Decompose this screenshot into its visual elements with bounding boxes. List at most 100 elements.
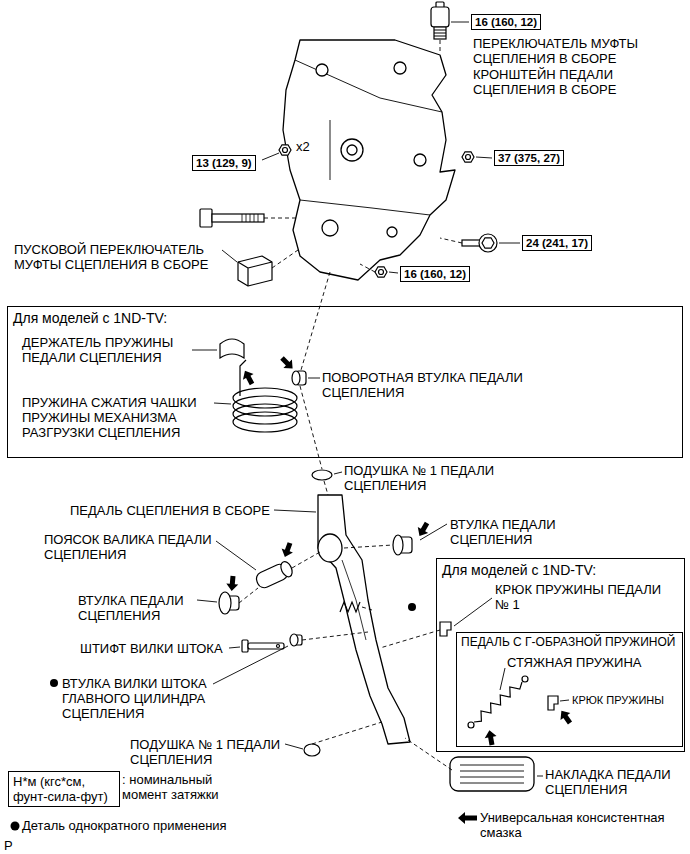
leader-line: [499, 243, 520, 244]
part-label: ПРУЖИНА СЖАТИЯ ЧАШКИ ПРУЖИНЫ МЕХАНИЗМА Р…: [22, 395, 212, 440]
part-label: ПЕРЕКЛЮЧАТЕЛЬ МУФТЫ СЦЕПЛЕНИЯ В СБОРЕ: [473, 36, 638, 66]
clutch-pedal: [342, 560, 366, 640]
assembly-line: [362, 607, 372, 610]
tension-spring: [468, 722, 474, 728]
clevis-bushing: [290, 634, 302, 646]
part-label: ПЕДАЛЬ СЦЕПЛЕНИЯ В СБОРЕ: [70, 503, 270, 518]
subassembly-frame: ПЕДАЛЬ С Г-ОБРАЗНОЙ ПРУЖИНОЙ: [456, 632, 683, 747]
clutch-pedal: [318, 495, 410, 744]
part-label: ПОЯСОК ВАЛИКА ПЕДАЛИ СЦЕПЛЕНИЯ: [44, 532, 212, 562]
clip-spring: [340, 602, 360, 612]
nut: [375, 267, 387, 277]
part-label: ДЕРЖАТЕЛЬ ПРУЖИНЫ ПЕДАЛИ СЦЕПЛЕНИЯ: [22, 335, 173, 365]
leader-line: [192, 350, 217, 351]
part-label: КРОНШТЕЙН ПЕДАЛИ СЦЕПЛЕНИЯ В СБОРЕ: [473, 67, 633, 97]
legend-torque-box: Н*м (кгс*см, фунт-сила-фут): [8, 771, 120, 807]
leader-line: [308, 378, 320, 379]
node-text: 13 (129, 9): [196, 156, 252, 170]
assembly-line: [312, 722, 382, 744]
part-label: КРЮК ПРУЖИНЫ: [572, 694, 664, 706]
part-label: ПУСКОВОЙ ПЕРЕКЛЮЧАТЕЛЬ МУФТЫ СЦЕПЛЕНИЯ В…: [14, 242, 208, 272]
part-label: КРОНШТЕЙН ПЕДАЛИ СЦЕПЛЕНИЯ В СБОРЕ: [473, 67, 616, 97]
assembly-line: [239, 40, 462, 770]
single-use-mark: [11, 822, 20, 831]
leader-line: [229, 647, 240, 648]
torque-box: 16 (160, 12): [471, 14, 541, 30]
torque-box: 13 (129, 9): [192, 155, 256, 171]
bolt: [242, 214, 258, 222]
part-label: СТЯЖНАЯ ПРУЖИНА: [507, 655, 667, 670]
bolt: [482, 238, 494, 248]
legend-sample: [456, 810, 478, 826]
part-label: ШТИФТ ВИЛКИ ШТОКА: [80, 641, 240, 656]
part-label: КРЮК ПРУЖИНЫ: [572, 693, 672, 708]
quantity-note: x2: [296, 139, 310, 154]
assembly-line: [405, 738, 452, 770]
clutch-switch: [431, 2, 449, 39]
start-switch: [238, 256, 272, 286]
leader-line: [420, 524, 447, 540]
node-text: Для моделей с 1ND-TV:: [442, 562, 596, 578]
leader-line: [216, 541, 256, 570]
part-label: ПОВОРОТНАЯ ВТУЛКА ПЕДАЛИ СЦЕПЛЕНИЯ: [322, 370, 537, 400]
leader-line: [197, 600, 217, 602]
figure-code: P: [4, 838, 24, 853]
pedal-cushion: [312, 470, 332, 480]
shaft-collar: [279, 560, 295, 579]
torque-box: 16 (160, 12): [400, 266, 470, 282]
part-label: КРЮК ПРУЖИНЫ ПЕДАЛИ № 1: [495, 582, 670, 612]
legend-text: Деталь однократного применения: [22, 818, 227, 833]
part-label: ПОВОРОТНАЯ ВТУЛКА ПЕДАЛИ СЦЕПЛЕНИЯ: [322, 370, 523, 400]
clip-spring: [340, 602, 360, 612]
pedal-bracket: [295, 60, 442, 215]
node-text: ПЕДАЛЬ С Г-ОБРАЗНОЙ ПРУЖИНОЙ: [461, 635, 675, 649]
part-label: ПУСКОВОЙ ПЕРЕКЛЮЧАТЕЛЬ МУФТЫ СЦЕПЛЕНИЯ В…: [14, 242, 219, 272]
figure-code: P: [4, 838, 13, 853]
leader-line: [334, 472, 342, 474]
clutch-switch: [431, 7, 449, 27]
grease-arrow: [226, 575, 239, 591]
part-label: ПОДУШКА № 1 ПЕДАЛИ СЦЕПЛЕНИЯ: [130, 737, 295, 767]
torque-box: 37 (375, 27): [494, 150, 564, 166]
start-switch: [238, 262, 272, 286]
assembly-line: [264, 218, 296, 219]
tension-spring: [468, 676, 528, 728]
part-label: ВТУЛКА ПЕДАЛИ СЦЕПЛЕНИЯ: [78, 593, 208, 623]
nut: [466, 155, 471, 160]
pedal-pad: [450, 757, 534, 791]
pedal-bushing: [219, 535, 412, 614]
part-label: ВТУЛКА ПЕДАЛИ СЦЕПЛЕНИЯ: [450, 517, 580, 547]
part-label: ШТИФТ ВИЛКИ ШТОКА: [80, 641, 223, 656]
pedal-bracket: [316, 64, 328, 76]
compression-spring: [233, 360, 297, 432]
nut: [279, 145, 291, 155]
clevis-pin: [248, 643, 284, 649]
bolt: [479, 234, 497, 252]
part-label: НАКЛАДКА ПЕДАЛИ СЦЕПЛЕНИЯ: [545, 767, 671, 797]
leader-line: [213, 646, 288, 684]
spring-hook: [440, 622, 451, 636]
part-label: ПРУЖИНА СЖАТИЯ ЧАШКИ ПРУЖИНЫ МЕХАНИЗМА Р…: [22, 395, 197, 440]
assembly-line: [300, 386, 322, 469]
leader-line: [500, 668, 505, 690]
assembly-line: [440, 238, 462, 243]
part-label: ПОЯСОК ВАЛИКА ПЕДАЛИ СЦЕПЛЕНИЯ: [44, 532, 234, 562]
legend-text: Универсальная консистентная смазка: [480, 810, 665, 840]
pedal-bracket: [387, 227, 397, 237]
nut: [279, 145, 474, 277]
assembly-line: [302, 632, 368, 640]
legend-item: Универсальная консистентная смазка: [480, 810, 685, 840]
part-label: ПЕРЕКЛЮЧАТЕЛЬ МУФТЫ СЦЕПЛЕНИЯ В СБОРЕ: [473, 36, 668, 66]
quantity-note: x2: [296, 139, 326, 154]
node-text: 24 (241, 17): [526, 236, 588, 250]
part-label: ВТУЛКА ПЕДАЛИ СЦЕПЛЕНИЯ: [450, 517, 556, 547]
legend-note: : номинальный момент затяжки: [122, 772, 237, 802]
leader-line: [285, 744, 303, 749]
leader-line: [389, 272, 398, 273]
clutch-pedal: [318, 495, 410, 744]
clevis-pin: [242, 640, 248, 652]
legend-note: : номинальный момент затяжки: [122, 772, 219, 802]
part-label: СТЯЖНАЯ ПРУЖИНА: [507, 655, 641, 670]
leader-line: [222, 250, 237, 262]
